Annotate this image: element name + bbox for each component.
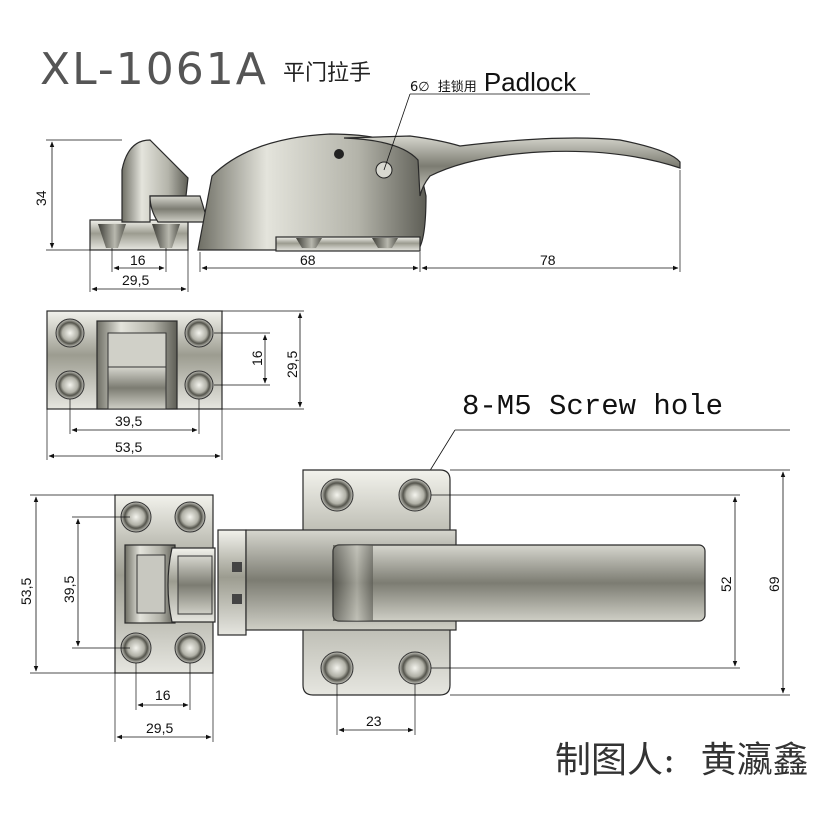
- dim-label-back-29-5: 29,5: [284, 351, 300, 378]
- author-name: 黄瀛鑫: [701, 740, 809, 781]
- padlock-diameter: 6∅: [410, 80, 430, 95]
- side-foot-countersink-left: [296, 238, 322, 248]
- top-view: 53,5 39,5 16 29,5 23 52 69: [18, 469, 790, 742]
- dim-label-back-16: 16: [249, 350, 265, 366]
- top-plate-hole-4: [398, 651, 432, 685]
- back-hole-1: [55, 318, 85, 348]
- dim-label-34: 34: [33, 190, 49, 206]
- pivot-pin: [334, 149, 344, 159]
- back-hole-3: [184, 318, 214, 348]
- side-hook: [149, 195, 209, 223]
- padlock-callout: 6∅ 挂锁用 Padlock: [410, 67, 577, 97]
- top-plate-hole-1: [320, 478, 354, 512]
- dim-label-top-29-5: 29,5: [146, 720, 173, 736]
- dim-label-top-53-5: 53,5: [18, 578, 34, 605]
- dim-label-top-52: 52: [718, 576, 734, 592]
- padlock-leader: [383, 93, 411, 171]
- padlock-cn-label: 挂锁用: [438, 79, 477, 95]
- product-name-cn: 平门拉手: [283, 61, 371, 86]
- side-foot-countersink-right: [372, 238, 398, 248]
- top-keeper-hole-2: [174, 501, 206, 533]
- author-label: 制图人:: [555, 740, 675, 781]
- side-body: [197, 133, 427, 251]
- dim-label-back-39-5: 39,5: [115, 413, 142, 429]
- author-credit: 制图人: 黄瀛鑫: [555, 740, 809, 781]
- top-keeper-hole-4: [174, 632, 206, 664]
- side-countersink-left: [98, 224, 126, 248]
- top-plate-hole-3: [320, 651, 354, 685]
- back-view: 16 29,5 39,5 53,5: [46, 310, 304, 460]
- top-lever-handle: [332, 544, 706, 622]
- side-countersink-right: [152, 224, 180, 248]
- dim-label-68: 68: [300, 252, 316, 268]
- dim-label-side-29-5: 29,5: [122, 272, 149, 288]
- dim-label-top-69: 69: [766, 576, 782, 592]
- dim-label-side-16: 16: [130, 252, 146, 268]
- dim-label-top-16: 16: [155, 687, 171, 703]
- screw-hole-callout: 8-M5 Screw hole: [462, 390, 723, 423]
- model-title: XL-1061A: [40, 44, 268, 95]
- dim-label-back-53-5: 53,5: [115, 439, 142, 455]
- padlock-label: Padlock: [484, 67, 577, 97]
- dim-label-top-39-5: 39,5: [61, 576, 77, 603]
- top-hinge: [217, 529, 247, 636]
- side-lever: [343, 135, 681, 197]
- dim-label-top-23: 23: [366, 713, 382, 729]
- dim-label-78: 78: [540, 252, 556, 268]
- side-view: 34 16 29,5 68 78: [33, 93, 681, 292]
- top-plate-hole-2: [398, 478, 432, 512]
- back-hole-2: [55, 370, 85, 400]
- back-hole-4: [184, 370, 214, 400]
